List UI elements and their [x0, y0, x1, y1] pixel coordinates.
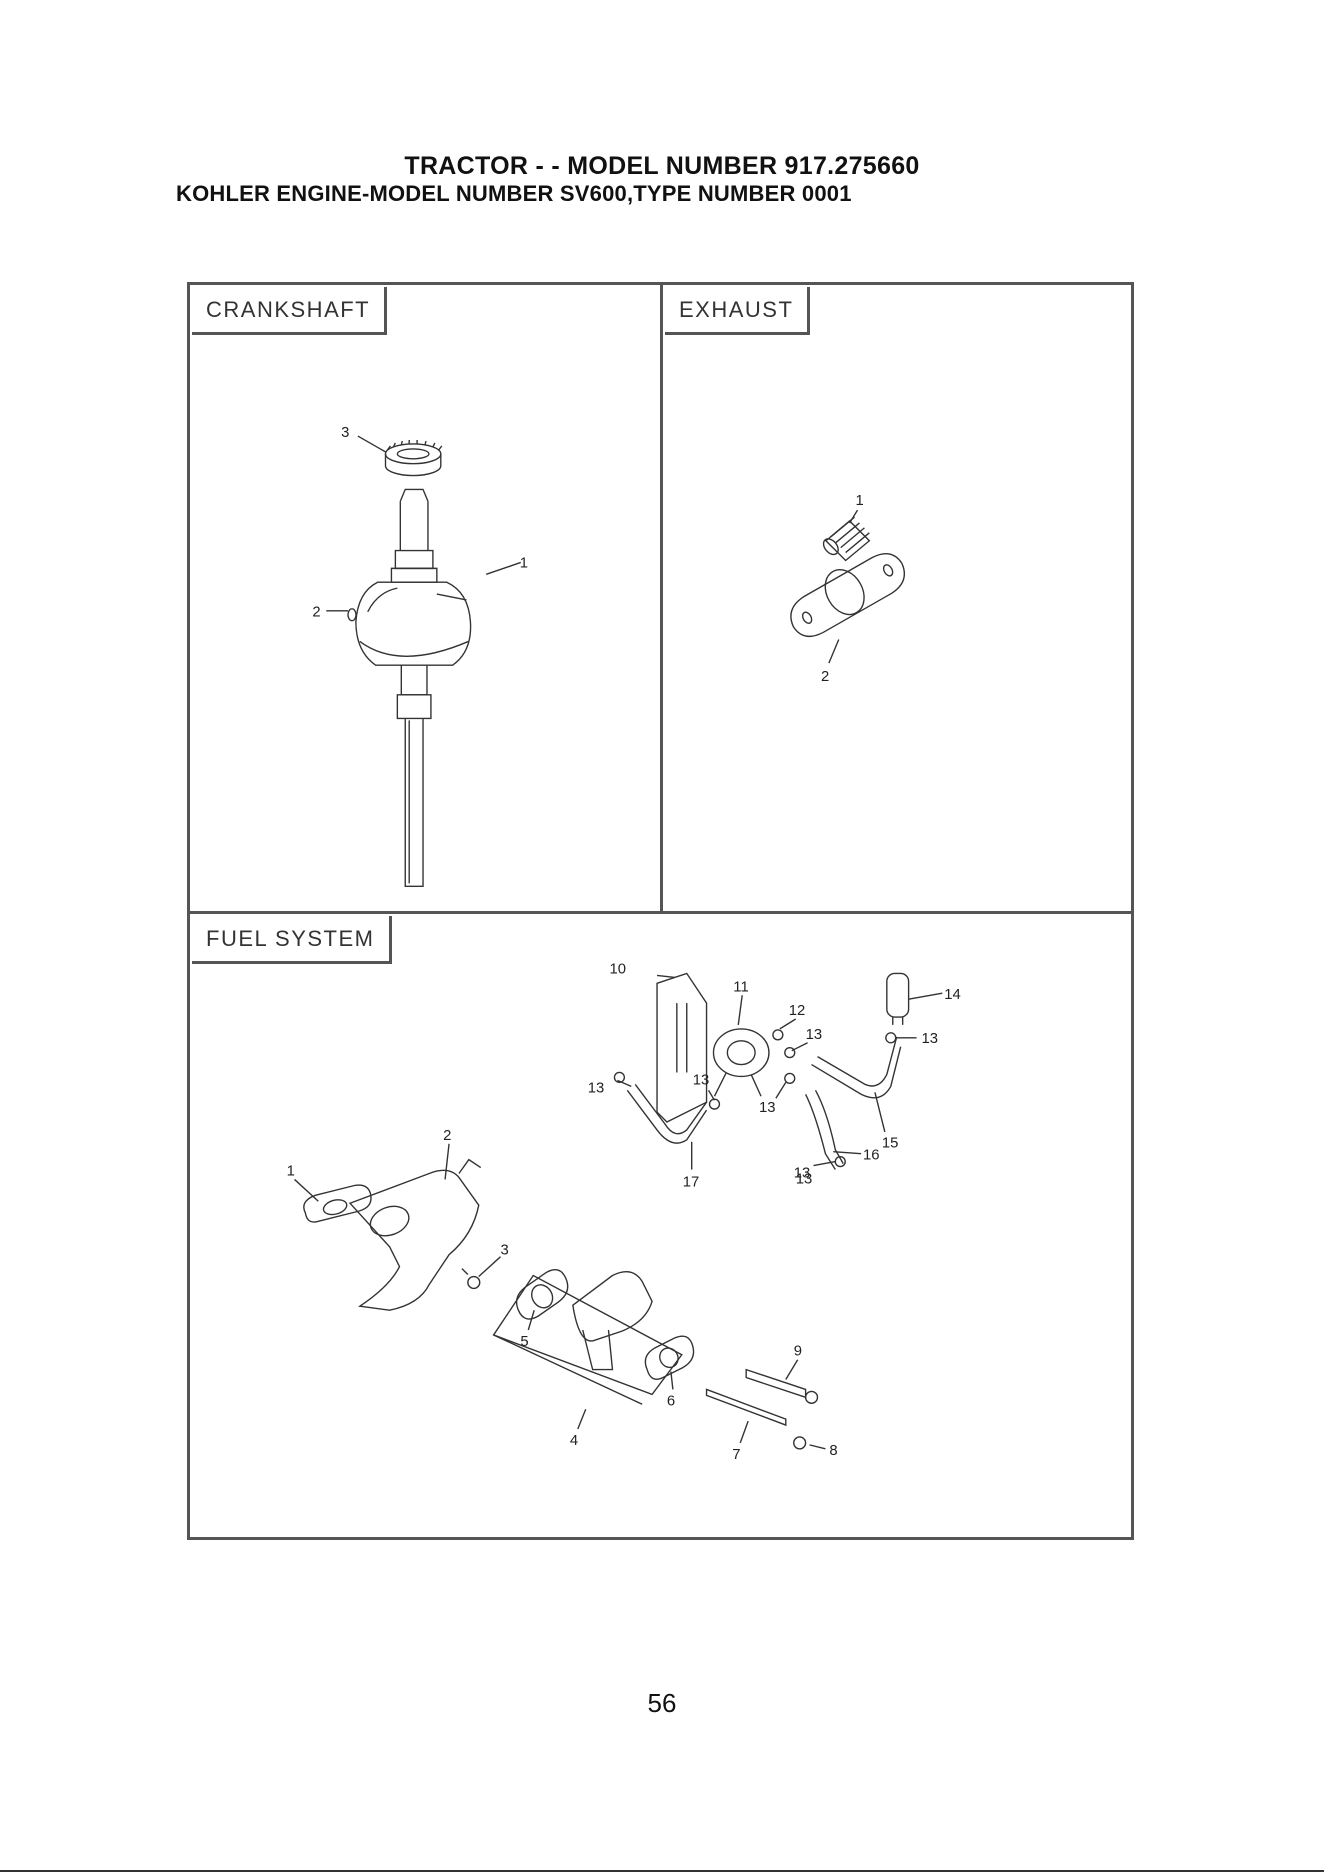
- callout-14: 14: [944, 987, 961, 1003]
- callout-1: 1: [856, 493, 864, 509]
- exhaust-illustration: 1 2: [663, 285, 1131, 911]
- document-title: TRACTOR - - MODEL NUMBER 917.275660: [0, 152, 1324, 181]
- callout-2: 2: [443, 1128, 451, 1144]
- callout-9: 9: [794, 1344, 802, 1360]
- parts-diagram-frame: 3 1 2 CRANKSHAFT 1 2: [187, 282, 1134, 1540]
- callout-16: 16: [863, 1148, 880, 1164]
- callout-1: 1: [520, 555, 528, 571]
- callout-8: 8: [829, 1443, 837, 1459]
- fuel-system-section-title: FUEL SYSTEM: [192, 916, 392, 964]
- callout-3: 3: [501, 1243, 509, 1259]
- callout-5: 5: [520, 1334, 528, 1350]
- callout-13: 13: [806, 1027, 823, 1043]
- callout-13: 13: [796, 1171, 813, 1187]
- callout-10: 10: [609, 961, 626, 977]
- callout-3: 3: [341, 425, 349, 441]
- callout-13: 13: [921, 1031, 938, 1047]
- callout-12: 12: [789, 1003, 806, 1019]
- callout-17: 17: [683, 1174, 700, 1190]
- callout-2: 2: [312, 605, 320, 621]
- page-number: 56: [0, 1688, 1324, 1719]
- callout-13: 13: [759, 1100, 776, 1116]
- callout-4: 4: [570, 1433, 578, 1449]
- callout-13: 13: [588, 1080, 605, 1096]
- callout-1: 1: [287, 1163, 295, 1179]
- document-subtitle: KOHLER ENGINE-MODEL NUMBER SV600,TYPE NU…: [176, 181, 852, 207]
- exhaust-section-title: EXHAUST: [665, 287, 810, 335]
- crankshaft-panel: 3 1 2 CRANKSHAFT: [187, 282, 663, 914]
- callout-11: 11: [733, 979, 748, 995]
- callout-2: 2: [821, 669, 829, 685]
- callout-7: 7: [732, 1447, 740, 1463]
- callout-15: 15: [882, 1136, 899, 1152]
- callout-6: 6: [667, 1393, 675, 1409]
- exhaust-panel: 1 2 EXHAUST: [660, 282, 1134, 914]
- fuel-system-panel: 10 11 12 13 14 13 13 13 13 13 15 16 17 1…: [187, 911, 1134, 1540]
- crankshaft-section-title: CRANKSHAFT: [192, 287, 387, 335]
- fuel-system-illustration: 10 11 12 13 14 13 13 13 13 13 15 16 17 1…: [190, 914, 1131, 1537]
- callout-13: 13: [693, 1072, 710, 1088]
- crankshaft-illustration: 3 1 2: [190, 285, 660, 911]
